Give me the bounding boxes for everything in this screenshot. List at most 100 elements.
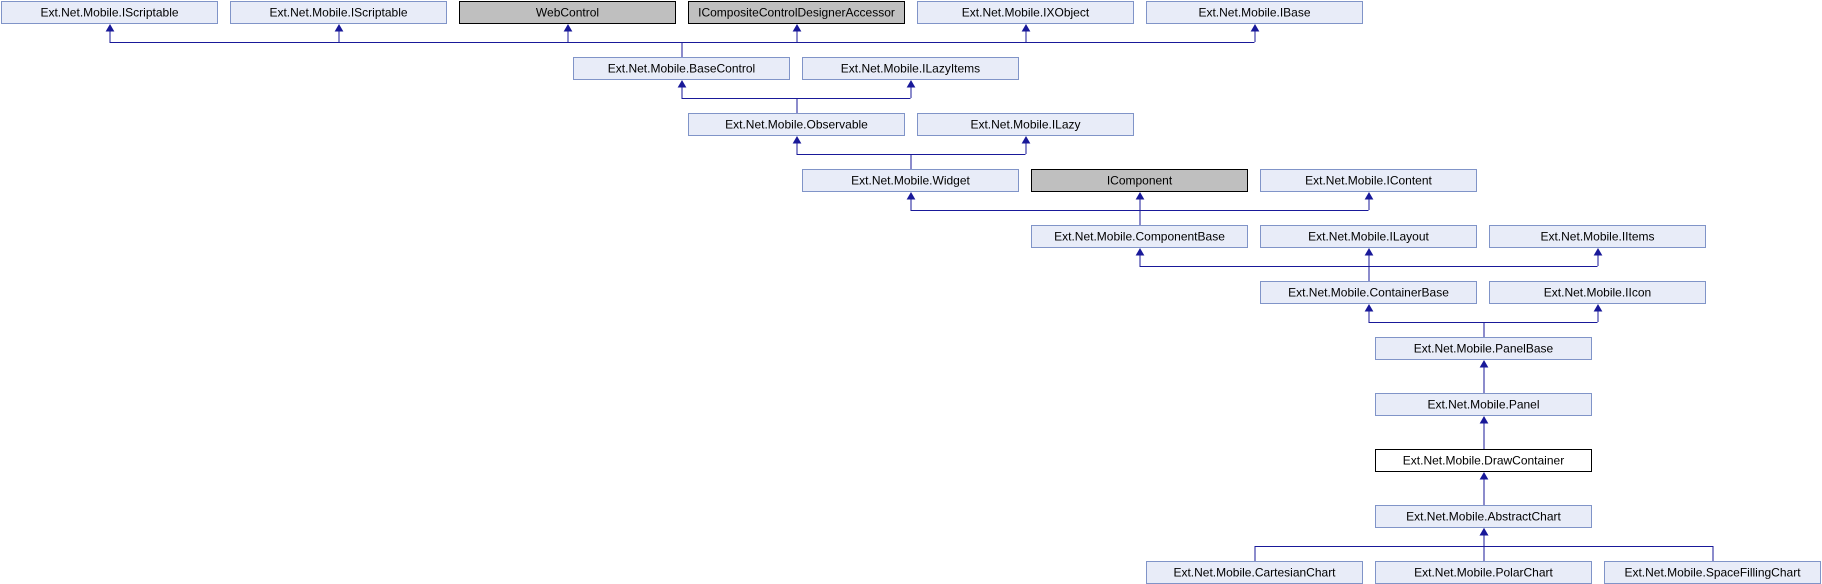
edge-cartesianchart [1254, 528, 1489, 561]
class-box [1146, 1, 1363, 24]
class-box [459, 1, 676, 24]
class-node-icomponent: IComponent [1031, 169, 1248, 192]
class-label: Ext.Net.Mobile.Panel [1427, 398, 1539, 412]
edge-arrowhead [906, 80, 916, 88]
class-label: Ext.Net.Mobile.CartesianChart [1173, 566, 1336, 580]
edge-arrowhead [1364, 192, 1374, 200]
class-node-widget[interactable]: Ext.Net.Mobile.Widget [802, 169, 1019, 192]
class-node-panel[interactable]: Ext.Net.Mobile.Panel [1375, 393, 1592, 416]
class-node-iitems[interactable]: Ext.Net.Mobile.IItems [1489, 225, 1706, 248]
class-node-cartesianchart[interactable]: Ext.Net.Mobile.CartesianChart [1146, 561, 1363, 584]
class-node-basecontrol[interactable]: Ext.Net.Mobile.BaseControl [573, 57, 790, 80]
class-node-spacefillingchart[interactable]: Ext.Net.Mobile.SpaceFillingChart [1604, 561, 1821, 584]
edge-arrowhead [1021, 24, 1031, 32]
edge-widget [792, 136, 1031, 169]
class-label: Ext.Net.Mobile.IBase [1198, 6, 1310, 20]
edge-arrowhead [792, 136, 802, 144]
class-node-ibase[interactable]: Ext.Net.Mobile.IBase [1146, 1, 1363, 24]
class-node-iicon[interactable]: Ext.Net.Mobile.IIcon [1489, 281, 1706, 304]
edge-arrowhead [792, 24, 802, 32]
edge-componentbase [906, 192, 1374, 225]
class-node-ilazy[interactable]: Ext.Net.Mobile.ILazy [917, 113, 1134, 136]
class-node-abstractchart[interactable]: Ext.Net.Mobile.AbstractChart [1375, 505, 1592, 528]
class-node-icompositecontroldesigneraccessor: ICompositeControlDesignerAccessor [688, 1, 905, 24]
edge-spacefillingchart [1479, 528, 1714, 561]
edge-arrowhead [1593, 304, 1603, 312]
class-node-observable[interactable]: Ext.Net.Mobile.Observable [688, 113, 905, 136]
edge-arrowhead [906, 192, 916, 200]
class-node-ixobject[interactable]: Ext.Net.Mobile.IXObject [917, 1, 1134, 24]
edge-abstractchart [1479, 472, 1489, 505]
class-box [1031, 225, 1248, 248]
class-node-panelbase[interactable]: Ext.Net.Mobile.PanelBase [1375, 337, 1592, 360]
class-label: WebControl [536, 6, 599, 20]
class-label: Ext.Net.Mobile.PolarChart [1414, 566, 1553, 580]
class-label: Ext.Net.Mobile.DrawContainer [1403, 454, 1564, 468]
class-box [1375, 449, 1592, 472]
edge-arrowhead [1479, 472, 1489, 480]
class-node-iscriptable1[interactable]: Ext.Net.Mobile.IScriptable [1, 1, 218, 24]
class-label: Ext.Net.Mobile.IScriptable [269, 6, 407, 20]
class-box [688, 113, 905, 136]
class-box [1260, 281, 1477, 304]
class-node-icontent[interactable]: Ext.Net.Mobile.IContent [1260, 169, 1477, 192]
class-box [802, 169, 1019, 192]
edge-arrowhead [1135, 248, 1145, 256]
class-label: Ext.Net.Mobile.Widget [851, 174, 970, 188]
class-label: Ext.Net.Mobile.IXObject [962, 6, 1090, 20]
class-box [802, 57, 1019, 80]
class-box [1489, 225, 1706, 248]
edge-arrowhead [334, 24, 344, 32]
class-label: Ext.Net.Mobile.SpaceFillingChart [1624, 566, 1801, 580]
class-node-componentbase[interactable]: Ext.Net.Mobile.ComponentBase [1031, 225, 1248, 248]
class-label: Ext.Net.Mobile.ILazyItems [841, 62, 980, 76]
edge-containerbase [1135, 248, 1603, 281]
class-node-polarchart[interactable]: Ext.Net.Mobile.PolarChart [1375, 561, 1592, 584]
class-node-webcontrol: WebControl [459, 1, 676, 24]
class-box [573, 57, 790, 80]
class-node-drawcontainer[interactable]: Ext.Net.Mobile.DrawContainer [1375, 449, 1592, 472]
class-label: Ext.Net.Mobile.AbstractChart [1406, 510, 1561, 524]
class-box [1375, 505, 1592, 528]
class-node-ilayout[interactable]: Ext.Net.Mobile.ILayout [1260, 225, 1477, 248]
class-label: Ext.Net.Mobile.ContainerBase [1288, 286, 1449, 300]
class-label: IComponent [1107, 174, 1173, 188]
edge-basecontrol [105, 24, 1260, 57]
class-box [1489, 281, 1706, 304]
edge-arrowhead [1021, 136, 1031, 144]
class-node-ilazyitems[interactable]: Ext.Net.Mobile.ILazyItems [802, 57, 1019, 80]
edge-observable [677, 80, 916, 113]
class-label: Ext.Net.Mobile.IIcon [1544, 286, 1651, 300]
class-box [230, 1, 447, 24]
edge-arrowhead [1364, 248, 1374, 256]
class-label: Ext.Net.Mobile.Observable [725, 118, 868, 132]
class-box [917, 1, 1134, 24]
edge-arrowhead [105, 24, 115, 32]
class-box [1375, 393, 1592, 416]
class-label: ICompositeControlDesignerAccessor [698, 6, 895, 20]
class-box [1031, 169, 1248, 192]
class-box [1260, 225, 1477, 248]
edge-arrowhead [1250, 24, 1260, 32]
class-label: Ext.Net.Mobile.IItems [1540, 230, 1654, 244]
edge-arrowhead [1593, 248, 1603, 256]
edge-arrowhead [677, 80, 687, 88]
class-label: Ext.Net.Mobile.IScriptable [40, 6, 178, 20]
edge-panel [1479, 360, 1489, 393]
class-box [917, 113, 1134, 136]
class-label: Ext.Net.Mobile.ILayout [1308, 230, 1429, 244]
class-label: Ext.Net.Mobile.ComponentBase [1054, 230, 1225, 244]
inheritance-edges [105, 24, 1714, 561]
class-node-containerbase[interactable]: Ext.Net.Mobile.ContainerBase [1260, 281, 1477, 304]
edge-drawcontainer [1479, 416, 1489, 449]
class-label: Ext.Net.Mobile.ILazy [970, 118, 1080, 132]
class-box [1, 1, 218, 24]
edge-arrowhead [1479, 360, 1489, 368]
edge-panelbase [1364, 304, 1603, 337]
edge-arrowhead [1135, 192, 1145, 200]
edge-arrowhead [1364, 304, 1374, 312]
edge-arrowhead [1479, 528, 1489, 536]
class-node-iscriptable2[interactable]: Ext.Net.Mobile.IScriptable [230, 1, 447, 24]
